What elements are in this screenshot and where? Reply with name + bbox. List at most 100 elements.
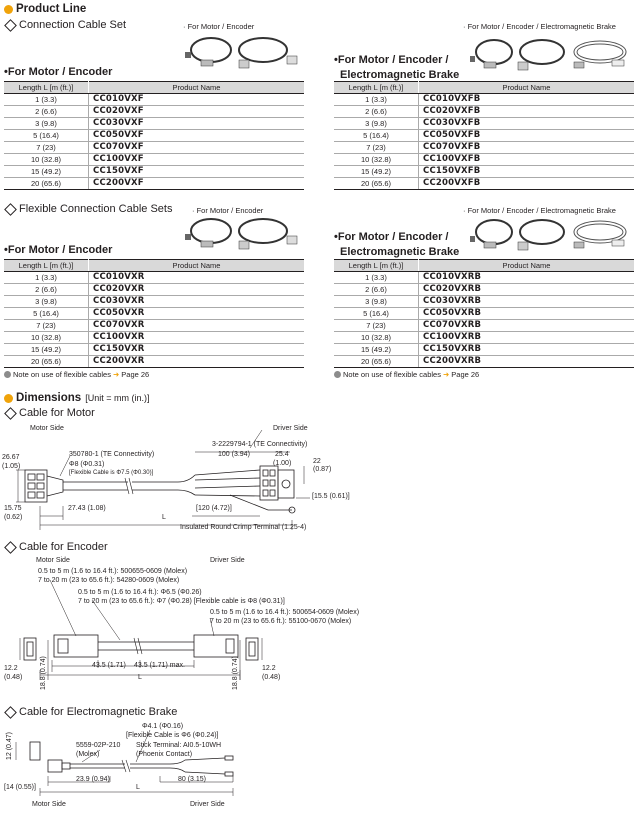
encoder-dim-18: 18.8 (0.74) xyxy=(40,656,47,690)
diamond-icon xyxy=(4,705,17,719)
encoder-dim-435-max: 43.5 (1.71) max. xyxy=(134,662,185,669)
encoder-diameter-1: 0.5 to 5 m (1.6 to 16.4 ft.): Φ6.5 (Φ0.2… xyxy=(78,589,202,596)
cable-for-motor-heading: Cable for Motor xyxy=(4,406,95,420)
table-row: 5 (16.4)CC050VXR xyxy=(4,307,304,320)
brake-diameter: Φ4.1 (Φ0.16) xyxy=(142,723,184,730)
table-row: 5 (16.4)CC050VXFB xyxy=(334,129,634,142)
note-bullet-icon xyxy=(334,371,341,378)
table-row: 15 (49.2)CC150VXRB xyxy=(334,343,634,356)
brake-connector-mfr: (Molex) xyxy=(76,751,100,758)
table-row: 15 (49.2)CC150VXFB xyxy=(334,165,634,178)
encoder-dim-12-in: (0.48) xyxy=(4,674,23,681)
encoder-driver-connector-1: 0.5 to 5 m (1.6 to 16.4 ft.): 500654-060… xyxy=(210,609,360,616)
connection-cable-set-heading: Connection Cable Set xyxy=(4,18,126,32)
table-row: 10 (32.8)CC100VXF xyxy=(4,153,304,166)
brake-flex-note: [Flexible Cable is Φ6 (Φ0.24)] xyxy=(126,732,219,739)
encoder-dim-18-right: 18.8 (0.74) xyxy=(232,656,239,690)
motor-side-label: Motor Side xyxy=(30,425,64,432)
dim-1575-in: (0.62) xyxy=(4,514,23,521)
flexible-cable-set-brake-illustration xyxy=(470,219,627,251)
product-line-heading: Product Line xyxy=(4,3,86,15)
table-row: 3 (9.8)CC030VXFB xyxy=(334,117,634,130)
brake-driver-side-label: Driver Side xyxy=(190,801,225,808)
cable-for-encoder-heading: Cable for Encoder xyxy=(4,540,108,554)
brake-dim-80: 80 (3.15) xyxy=(178,776,207,783)
table-row: 10 (32.8)CC100VXRB xyxy=(334,331,634,344)
flexible-cable-note-left[interactable]: Note on use of flexible cables ➜ Page 26 xyxy=(4,370,149,379)
motor-cable-drawing xyxy=(16,429,310,530)
brake-cable-drawing xyxy=(15,729,234,796)
flexible-cable-sets-heading: Flexible Connection Cable Sets xyxy=(4,202,172,216)
table-row: 3 (9.8)CC030VXF xyxy=(4,117,304,130)
table-row: 15 (49.2)CC150VXR xyxy=(4,343,304,356)
cable-set-illustration xyxy=(185,37,298,69)
table-row: 10 (32.8)CC100VXR xyxy=(4,331,304,344)
encoder-dim-12-right: 12.2 xyxy=(262,665,276,672)
brake-stick-terminal: Stick Terminal: AI0.5-10WH xyxy=(136,742,222,749)
heading-motor-encoder-1: •For Motor / Encoder xyxy=(4,66,113,78)
heading-motor-encoder-2: •For Motor / Encoder xyxy=(4,244,113,256)
arrow-right-icon: ➜ xyxy=(442,370,450,379)
brake-dim-14: [14 (0.55)] xyxy=(4,784,36,791)
table-row: 1 (3.3)CC010VXR xyxy=(4,271,304,284)
encoder-driver-connector-2: 7 to 20 m (23 to 65.6 ft.): 55100-0670 (… xyxy=(210,618,352,625)
driver-connector-label: 3-2229794-1 (TE Connectivity) xyxy=(212,441,308,448)
motor-cable-diameter: Φ8 (Φ0.31) xyxy=(69,461,105,468)
heading-brake-1: •For Motor / Encoder / Electromagnetic B… xyxy=(334,54,460,81)
caption-motor-encoder-flex: · For Motor / Encoder xyxy=(192,206,264,215)
table-row: 1 (3.3)CC010VXFB xyxy=(334,93,634,106)
table-row: 20 (65.6)CC200VXR xyxy=(4,355,304,368)
motor-flex-note: [Flexible Cable is Φ7.5 (Φ0.30)] xyxy=(69,470,154,476)
encoder-dim-435: 43.5 (1.71) xyxy=(92,662,126,669)
dim-15: [15.5 (0.61)] xyxy=(312,493,350,500)
dim-2743: 27.43 (1.08) xyxy=(68,505,106,512)
encoder-motor-connector-2: 7 to 20 m (23 to 65.6 ft.): 54280-0609 (… xyxy=(38,577,180,584)
diamond-icon xyxy=(4,540,17,554)
motor-connector-label: 350780-1 (TE Connectivity) xyxy=(69,451,155,458)
dim-26-in: (1.05) xyxy=(2,463,21,470)
caption-motor-encoder-brake-flex: · For Motor / Encoder / Electromagnetic … xyxy=(463,206,616,215)
table-row: 2 (6.6)CC020VXF xyxy=(4,105,304,118)
table-row: 20 (65.6)CC200VXF xyxy=(4,177,304,190)
brake-stick-mfr: (Phoenix Contact) xyxy=(136,751,193,758)
orange-bullet-icon xyxy=(4,4,13,14)
dim-22-in: (0.87) xyxy=(313,466,332,473)
encoder-diameter-2: 7 to 20 m (23 to 65.6 ft.): Φ7 (Φ0.28) [… xyxy=(78,598,285,605)
product-table-vxr: Length L [m (ft.)] Product Name 1 (3.3)C… xyxy=(4,259,304,368)
table-row: 3 (9.8)CC030VXR xyxy=(4,295,304,308)
dim-22: 22 xyxy=(313,458,321,465)
table-row: 7 (23)CC070VXRB xyxy=(334,319,634,332)
dim-25: 25.4 xyxy=(275,451,289,458)
table-row: 7 (23)CC070VXR xyxy=(4,319,304,332)
table-row: 5 (16.4)CC050VXRB xyxy=(334,307,634,320)
dimensions-heading: Dimensions [Unit = mm (in.)] xyxy=(4,392,149,404)
encoder-motor-connector-1: 0.5 to 5 m (1.6 to 16.4 ft.): 500655-060… xyxy=(38,568,188,575)
encoder-cable-drawing xyxy=(19,580,263,680)
table-row: 2 (6.6)CC020VXRB xyxy=(334,283,634,296)
dim-L-motor: L xyxy=(162,514,166,521)
product-table-vxf: Length L [m (ft.)] Product Name 1 (3.3)C… xyxy=(4,81,304,190)
caption-motor-encoder: · For Motor / Encoder xyxy=(183,22,255,31)
encoder-dim-12: 12.2 xyxy=(4,665,18,672)
brake-connector: 5559-02P-210 xyxy=(76,742,121,749)
table-row: 20 (65.6)CC200VXRB xyxy=(334,355,634,368)
flexible-cable-note-right[interactable]: Note on use of flexible cables ➜ Page 26 xyxy=(334,370,479,379)
encoder-driver-side-label: Driver Side xyxy=(210,557,245,564)
diamond-icon xyxy=(4,18,17,32)
brake-dim-239: 23.9 (0.94) xyxy=(76,776,110,783)
product-table-vxrb: Length L [m (ft.)] Product Name 1 (3.3)C… xyxy=(334,259,634,368)
dim-1575: 15.75 xyxy=(4,505,22,512)
table-row: 5 (16.4)CC050VXF xyxy=(4,129,304,142)
flexible-cable-set-illustration xyxy=(185,218,298,250)
cable-set-brake-illustration xyxy=(470,39,627,71)
terminal-label: Insulated Round Crimp Terminal (1.25-4) xyxy=(180,524,307,531)
encoder-motor-side-label: Motor Side xyxy=(36,557,70,564)
table-row: 2 (6.6)CC020VXR xyxy=(4,283,304,296)
cable-for-brake-heading: Cable for Electromagnetic Brake xyxy=(4,705,177,719)
driver-side-label: Driver Side xyxy=(273,425,308,432)
table-row: 1 (3.3)CC010VXRB xyxy=(334,271,634,284)
table-row: 20 (65.6)CC200VXFB xyxy=(334,177,634,190)
dim-120: [120 (4.72)] xyxy=(196,505,232,512)
caption-motor-encoder-brake: · For Motor / Encoder / Electromagnetic … xyxy=(463,22,616,31)
product-table-vxfb: Length L [m (ft.)] Product Name 1 (3.3)C… xyxy=(334,81,634,190)
